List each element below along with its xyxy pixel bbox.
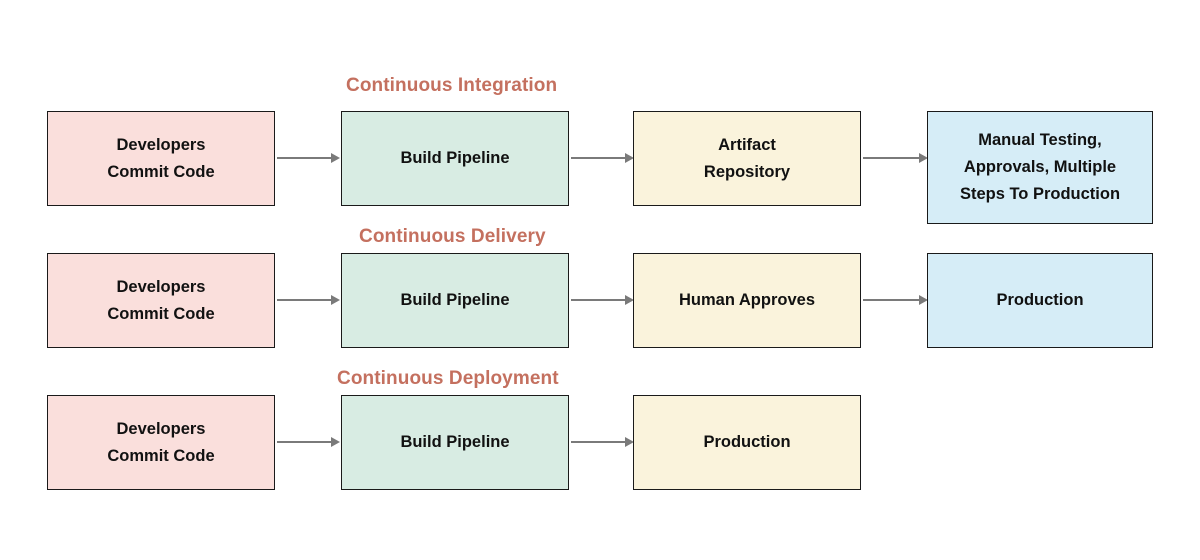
connector-cd-3: [863, 299, 921, 301]
node-line-1: Build Pipeline: [400, 291, 510, 310]
connector-cdep-1: [277, 441, 333, 443]
connector-ci-2: [571, 157, 627, 159]
node-line-2: Approvals, Multiple: [963, 158, 1117, 177]
node-manual-testing-ci: Manual Testing, Approvals, Multiple Step…: [927, 111, 1153, 224]
arrowhead-cd-1-icon: [331, 295, 340, 305]
node-line-1: Manual Testing,: [978, 131, 1102, 150]
node-artifact-repository-ci: Artifact Repository: [633, 111, 861, 206]
node-line-2: Commit Code: [107, 162, 215, 181]
node-line-2: Commit Code: [107, 304, 215, 323]
connector-ci-3: [863, 157, 921, 159]
node-line-1: Developers: [116, 277, 206, 296]
node-build-pipeline-cd: Build Pipeline: [341, 253, 569, 348]
arrowhead-cd-2-icon: [625, 295, 634, 305]
node-line-1: Human Approves: [679, 291, 815, 310]
connector-ci-1: [277, 157, 333, 159]
node-line-1: Artifact: [718, 135, 776, 154]
node-build-pipeline-cdep: Build Pipeline: [341, 395, 569, 490]
row-title-continuous-delivery: Continuous Delivery: [359, 226, 546, 247]
node-line-1: Build Pipeline: [400, 149, 510, 168]
arrowhead-cdep-2-icon: [625, 437, 634, 447]
arrowhead-ci-1-icon: [331, 153, 340, 163]
arrowhead-ci-2-icon: [625, 153, 634, 163]
node-production-cd: Production: [927, 253, 1153, 348]
connector-cd-1: [277, 299, 333, 301]
node-developers-commit-code-cdep: Developers Commit Code: [47, 395, 275, 490]
node-line-2: Repository: [703, 162, 791, 181]
node-line-1: Build Pipeline: [400, 433, 510, 452]
node-build-pipeline-ci: Build Pipeline: [341, 111, 569, 206]
node-line-3: Steps To Production: [959, 184, 1121, 203]
node-line-1: Developers: [116, 135, 206, 154]
node-developers-commit-code-cd: Developers Commit Code: [47, 253, 275, 348]
node-line-1: Production: [703, 433, 791, 452]
connector-cdep-2: [571, 441, 627, 443]
connector-cd-2: [571, 299, 627, 301]
arrowhead-cd-3-icon: [919, 295, 928, 305]
node-developers-commit-code-ci: Developers Commit Code: [47, 111, 275, 206]
node-line-1: Developers: [116, 419, 206, 438]
node-human-approves-cd: Human Approves: [633, 253, 861, 348]
arrowhead-ci-3-icon: [919, 153, 928, 163]
node-line-2: Commit Code: [107, 446, 215, 465]
row-title-continuous-deployment: Continuous Deployment: [337, 368, 559, 389]
row-title-continuous-integration: Continuous Integration: [346, 75, 558, 96]
node-production-cdep: Production: [633, 395, 861, 490]
arrowhead-cdep-1-icon: [331, 437, 340, 447]
node-line-1: Production: [996, 291, 1084, 310]
